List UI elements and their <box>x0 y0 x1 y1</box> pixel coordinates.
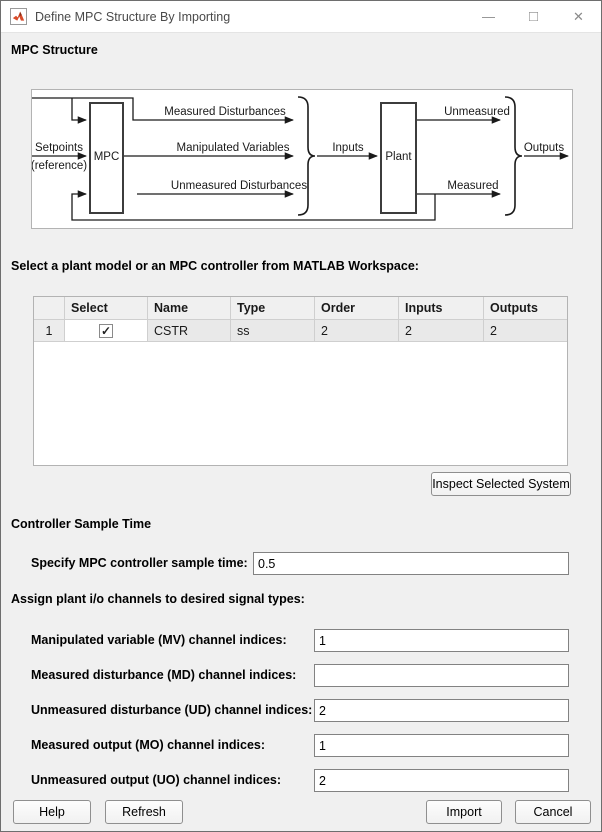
title-bar: Define MPC Structure By Importing — □ ✕ <box>1 1 601 33</box>
maximize-button[interactable]: □ <box>528 8 539 25</box>
plant-block <box>380 102 417 214</box>
mo-channel-label: Measured output (MO) channel indices: <box>31 738 266 752</box>
cell-type[interactable]: ss <box>231 320 315 342</box>
mpc-structure-heading: MPC Structure <box>11 43 98 57</box>
cell-order[interactable]: 2 <box>315 320 399 342</box>
unmeasured-label: Unmeasured <box>444 106 510 118</box>
row-index: 1 <box>34 320 65 342</box>
header-select: Select <box>65 297 148 320</box>
check-icon: ✓ <box>100 323 112 338</box>
select-model-prompt: Select a plant model or an MPC controlle… <box>11 259 419 273</box>
mpc-structure-diagram: MPC Plant Setpoints (reference) Measured… <box>31 89 573 229</box>
measured-disturbance-line <box>32 97 294 124</box>
measured-label: Measured <box>447 180 498 192</box>
setpoints-label: Setpoints <box>35 142 83 154</box>
header-type: Type <box>231 297 315 320</box>
feedback-line <box>71 190 436 221</box>
header-order: Order <box>315 297 399 320</box>
md-into-mpc-line <box>71 98 87 124</box>
close-button[interactable]: ✕ <box>573 8 584 24</box>
window-title: Define MPC Structure By Importing <box>35 9 231 24</box>
header-index <box>34 297 65 320</box>
cell-inputs[interactable]: 2 <box>399 320 484 342</box>
minimize-button[interactable]: — <box>482 9 495 24</box>
controller-sample-time-heading: Controller Sample Time <box>11 517 152 531</box>
mpc-block <box>89 102 124 214</box>
uo-channel-input[interactable] <box>314 769 569 792</box>
mpc-block-label: MPC <box>94 151 120 163</box>
mv-channel-label: Manipulated variable (MV) channel indice… <box>31 633 287 647</box>
inputs-label: Inputs <box>332 142 364 154</box>
table-header-row: Select Name Type Order Inputs Outputs <box>34 297 567 320</box>
help-button[interactable]: Help <box>13 800 91 824</box>
cancel-button[interactable]: Cancel <box>515 800 591 824</box>
assign-channels-heading: Assign plant i/o channels to desired sig… <box>11 592 305 606</box>
import-button[interactable]: Import <box>426 800 502 824</box>
uo-channel-label: Unmeasured output (UO) channel indices: <box>31 773 282 787</box>
outputs-brace <box>504 96 523 216</box>
ud-channel-input[interactable] <box>314 699 569 722</box>
diagram-svg: MPC Plant Setpoints (reference) Measured… <box>32 96 569 221</box>
sample-time-input[interactable] <box>253 552 569 575</box>
matlab-logo-icon <box>10 8 27 25</box>
inspect-selected-system-button[interactable]: Inspect Selected System <box>431 472 571 496</box>
cell-name[interactable]: CSTR <box>148 320 231 342</box>
ud-channel-label: Unmeasured disturbance (UD) channel indi… <box>31 703 313 717</box>
md-channel-input[interactable] <box>314 664 569 687</box>
workspace-table[interactable]: Select Name Type Order Inputs Outputs 1 … <box>33 296 568 466</box>
header-outputs: Outputs <box>484 297 567 320</box>
mo-channel-input[interactable] <box>314 734 569 757</box>
outputs-label: Outputs <box>524 142 565 154</box>
header-inputs: Inputs <box>399 297 484 320</box>
cell-outputs[interactable]: 2 <box>484 320 567 342</box>
select-cell[interactable]: ✓ <box>65 320 148 342</box>
setpoints-reference-label: (reference) <box>32 160 87 172</box>
mv-channel-input[interactable] <box>314 629 569 652</box>
measured-disturbances-label: Measured Disturbances <box>164 106 286 118</box>
md-channel-label: Measured disturbance (MD) channel indice… <box>31 668 297 682</box>
select-checkbox[interactable]: ✓ <box>99 323 113 338</box>
table-row[interactable]: 1 ✓ CSTR ss 2 2 2 <box>34 320 567 342</box>
plant-block-label: Plant <box>385 151 412 163</box>
inputs-brace <box>297 96 316 216</box>
manipulated-variables-label: Manipulated Variables <box>177 142 290 154</box>
header-name: Name <box>148 297 231 320</box>
unmeasured-disturbances-label: Unmeasured Disturbances <box>171 180 307 192</box>
sample-time-label: Specify MPC controller sample time: <box>31 556 248 570</box>
refresh-button[interactable]: Refresh <box>105 800 183 824</box>
